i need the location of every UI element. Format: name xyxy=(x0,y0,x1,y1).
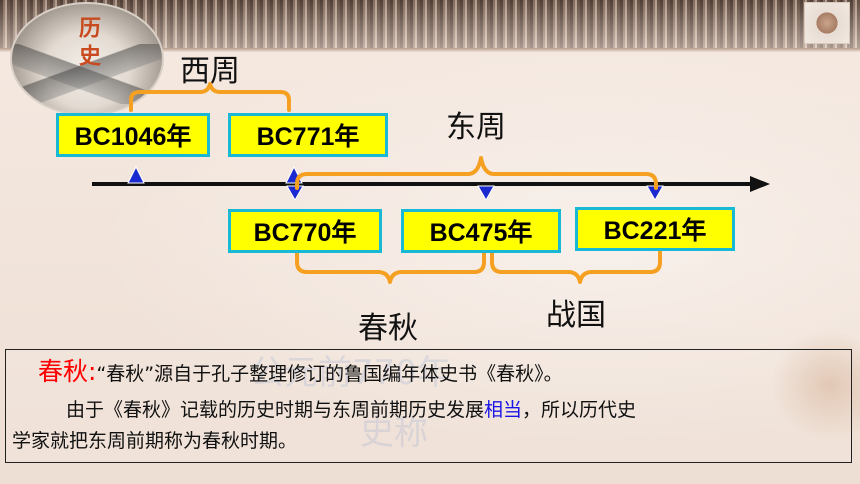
term-spring-autumn: 春秋: xyxy=(38,357,97,386)
logo-glyph: 历史 xyxy=(75,16,101,72)
explanation-line-1: 春秋:“春秋”源自于孔子整理修订的鲁国编年体史书《春秋》。 xyxy=(38,352,563,388)
date-label-bc475: BC475年 xyxy=(401,209,561,253)
watermark-text-2: 史称 xyxy=(360,413,428,453)
period-warring-states: 战国 xyxy=(546,298,606,333)
marker-bc475 xyxy=(477,185,495,202)
period-eastern-zhou: 东周 xyxy=(446,110,506,145)
top-band-edge xyxy=(0,48,860,52)
date-label-bc1046: BC1046年 xyxy=(56,113,210,157)
brace-spring-autumn xyxy=(295,250,486,284)
brace-eastern-zhou xyxy=(295,156,658,190)
timeline-arrowhead xyxy=(750,176,770,192)
watermark-text-1: 公元前770年 xyxy=(250,353,451,393)
explanation-line-3: 学家就把东周前期称为春秋时期。 xyxy=(12,430,298,452)
marker-bc1046 xyxy=(127,165,145,184)
explanation-line-2-before: 由于《春秋》记载的历史时期与东周前期历史发展 xyxy=(66,399,485,421)
brace-warring-states xyxy=(490,250,662,284)
highlight-equivalent: 相当 xyxy=(484,399,523,421)
marker-bc770 xyxy=(286,185,304,202)
brace-western-zhou xyxy=(129,82,291,112)
explanation-box xyxy=(5,349,852,463)
date-label-bc221: BC221年 xyxy=(575,207,735,251)
explanation-line-2-after: ，所以历代史 xyxy=(522,399,637,421)
watermark-seal xyxy=(770,330,860,440)
explanation-line-1-text: “春秋”源自于孔子整理修订的鲁国编年体史书《春秋》。 xyxy=(96,363,563,385)
date-label-bc771: BC771年 xyxy=(228,113,388,157)
explanation-line-2: 由于《春秋》记载的历史时期与东周前期历史发展相当，所以历代史 xyxy=(66,395,636,422)
history-logo: 历史 xyxy=(10,2,164,116)
flower-ornament-icon xyxy=(804,2,850,44)
period-spring-autumn: 春秋 xyxy=(358,311,418,346)
period-western-zhou: 西周 xyxy=(180,54,240,89)
date-label-bc770: BC770年 xyxy=(228,209,382,253)
